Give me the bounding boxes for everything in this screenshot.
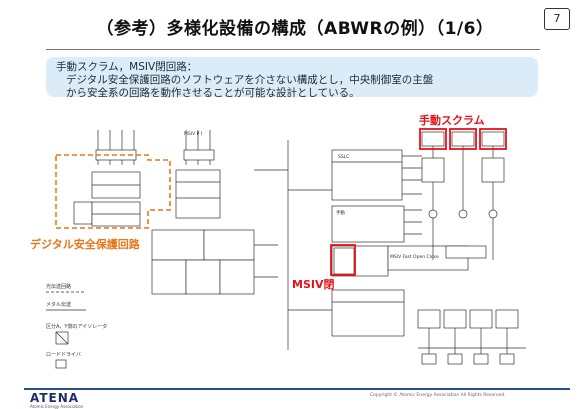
logo-subtext: Atomic Energy Association — [30, 404, 84, 409]
legend-optical: 光伝送回路 — [46, 283, 71, 290]
callout-manual-scram: 手動スクラム — [419, 114, 485, 127]
copyright: Copyright © Atomic Energy Association Al… — [370, 393, 506, 398]
legend-load-driver: ロードドライバ — [46, 352, 81, 358]
manual-scram-highlight-2 — [449, 128, 477, 150]
diagram-label-logic: SSLC — [338, 154, 349, 160]
logo-text: ATENA — [30, 391, 80, 405]
footer-divider — [24, 388, 570, 390]
note-line-1: 手動スクラム，MSIV閉回路： — [56, 61, 198, 73]
manual-scram-highlight-1 — [419, 128, 447, 150]
legend-isolator: 区分A，Y側のアイソレータ — [46, 323, 107, 330]
title-row: （参考）多様化設備の構成（ABWRの例）（1/6） — [0, 8, 588, 50]
callout-digital-protection: デジタル安全保護回路 — [30, 238, 140, 251]
manual-scram-highlight-3 — [479, 128, 507, 150]
note-line-3: から安全系の回路を動作させることが可能な設計としている。 — [66, 87, 360, 99]
msiv-close-highlight — [330, 244, 356, 276]
diagram-label-fast-close: MSIV Fast Open Close — [390, 254, 439, 260]
legend-metal: メタル伝送 — [46, 301, 71, 308]
callout-msiv-close: MSIV閉 — [292, 278, 335, 291]
note-box: 手動スクラム，MSIV閉回路： デジタル安全保護回路のソフトウェアを介さない構成… — [46, 57, 538, 99]
diagram-label-div: MSIV P I — [184, 131, 202, 137]
atena-logo: ATENA Atomic Energy Association — [30, 391, 83, 409]
page-number: 7 — [544, 8, 570, 30]
title-divider — [46, 49, 540, 50]
page-title: （参考）多様化設備の構成（ABWRの例）（1/6） — [96, 19, 494, 39]
system-diagram: MSIV P I SSLC 手動 MSIV Fast Open Close 光伝… — [46, 128, 526, 369]
note-line-2: デジタル安全保護回路のソフトウェアを介さない構成とし，中央制御室の主盤 — [66, 74, 434, 86]
digital-protection-region — [55, 154, 171, 229]
diagram-label-manual: 手動 — [336, 209, 345, 216]
